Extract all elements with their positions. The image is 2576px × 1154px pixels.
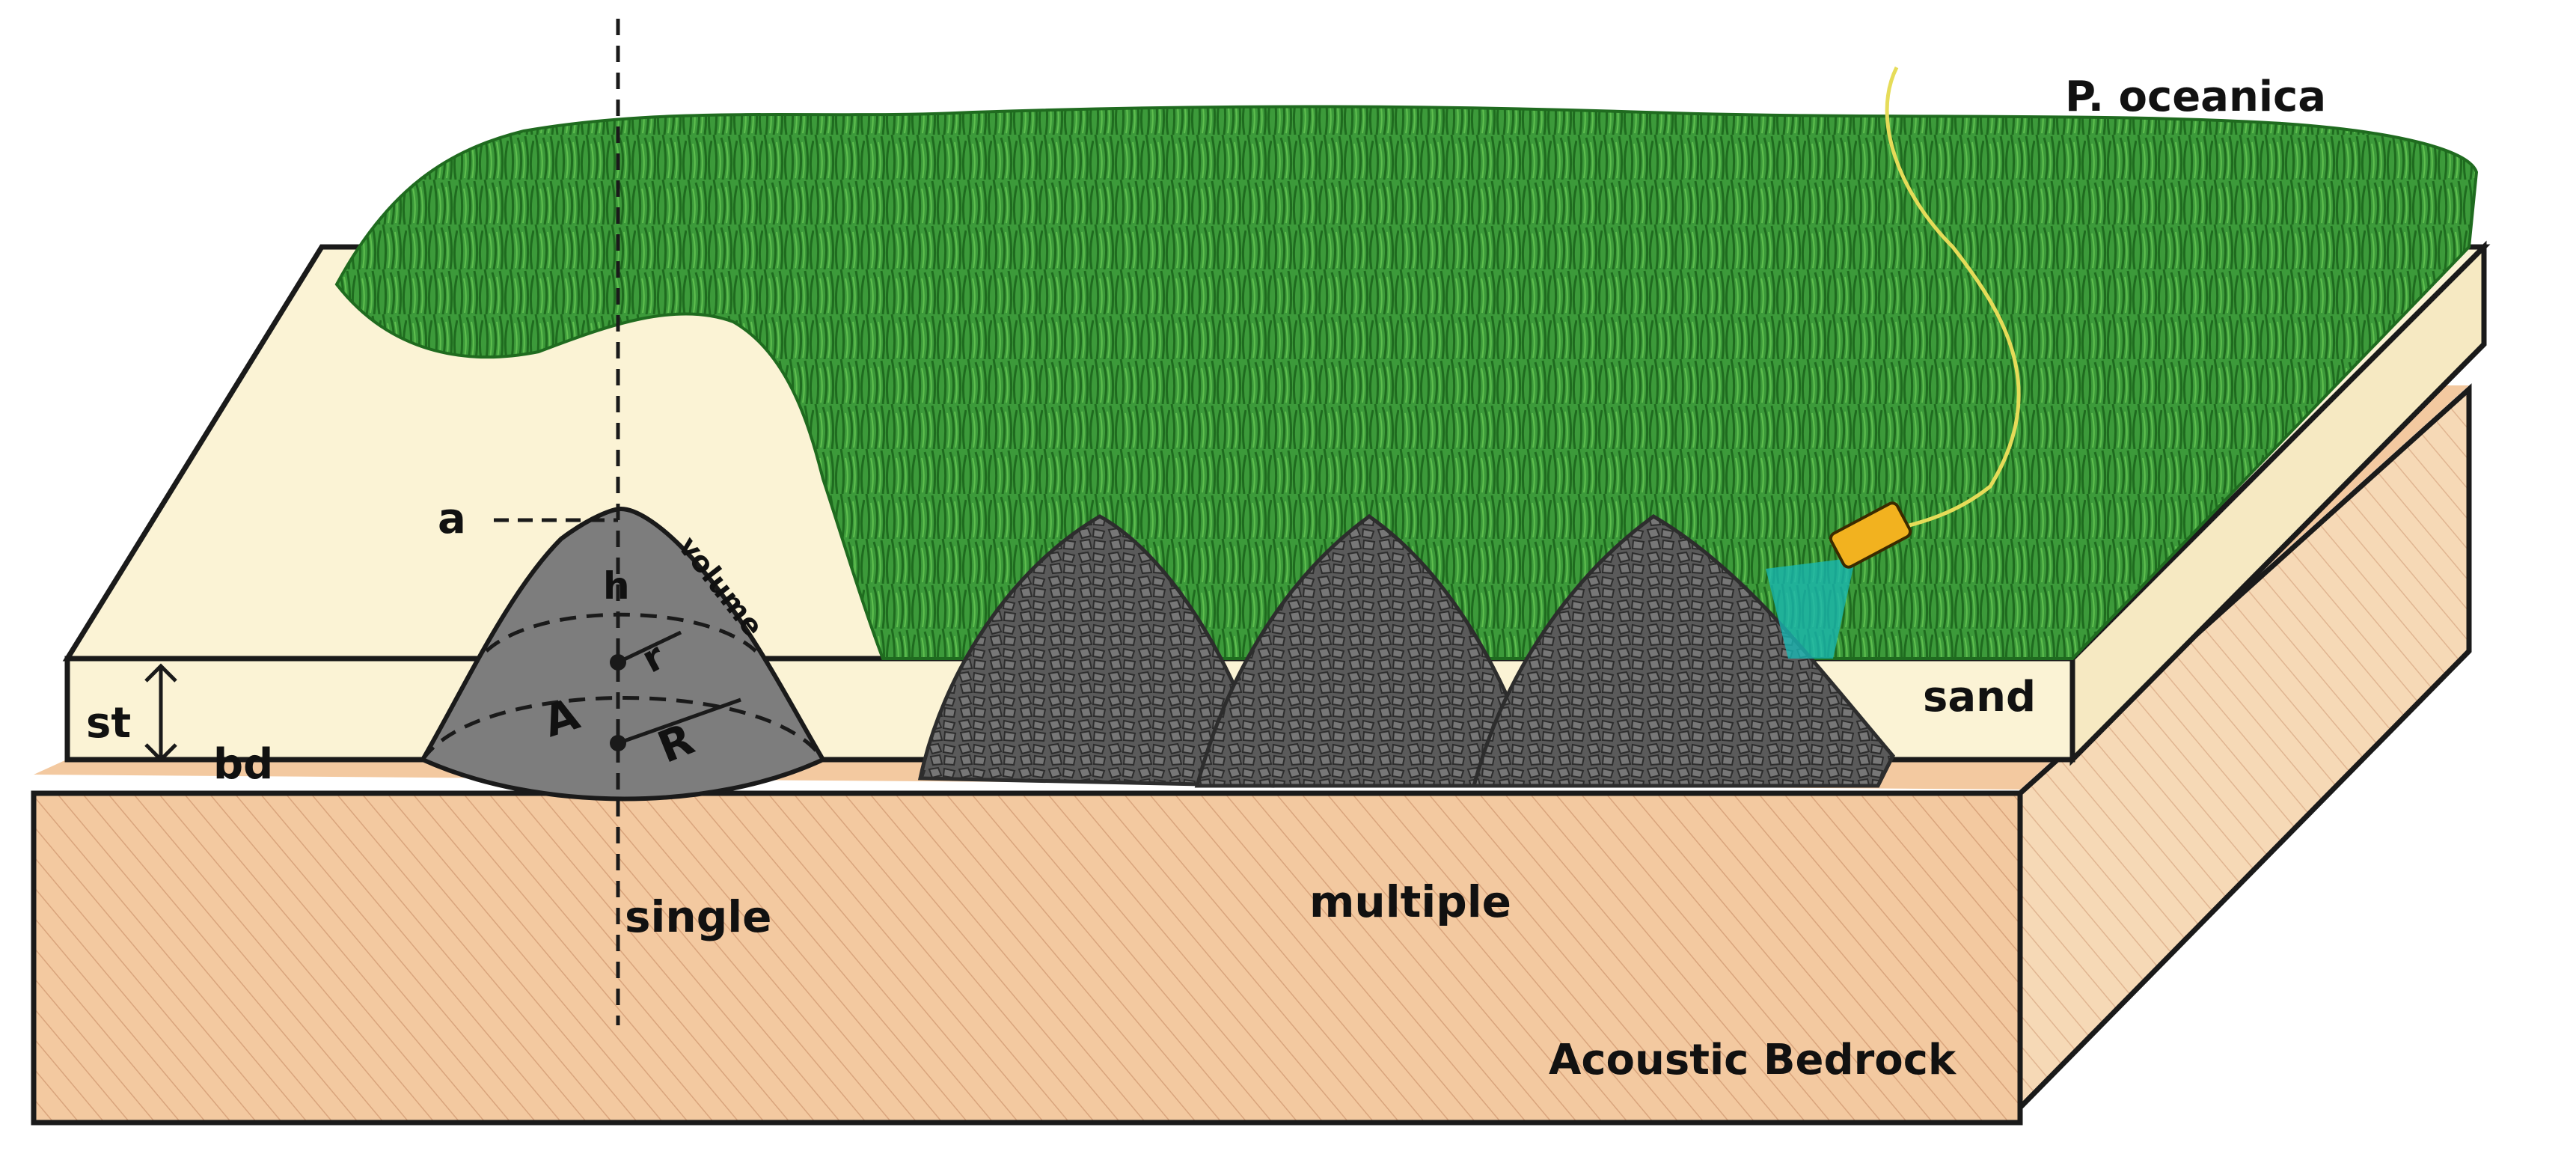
radius-r-line (617, 630, 682, 665)
bedrock-front-face (31, 790, 2023, 1126)
single-label: single (625, 891, 771, 942)
bedrock-depth-label: bd (213, 740, 273, 789)
tether-cable (1885, 66, 2021, 534)
sand-thickness-label: st (86, 699, 131, 748)
double-arrow-icon (144, 663, 177, 763)
sonar-beam (1766, 558, 1855, 659)
sand-label: sand (1923, 673, 2036, 721)
bedrock-block (31, 383, 2472, 1126)
base-center-point (610, 735, 626, 751)
height-label: h (603, 564, 630, 608)
apex-label: a (438, 495, 466, 543)
rubble-mound-3 (1471, 514, 1895, 788)
rubble-mound-2 (1194, 513, 1544, 788)
rubble-mounds (917, 513, 1895, 788)
seagrass-canopy (334, 105, 2479, 660)
single-cone (419, 506, 827, 802)
cone-upper-ellipse (485, 612, 757, 653)
underwater-robot-icon (1766, 66, 2021, 659)
upper-center-point (610, 654, 626, 671)
multiple-label: multiple (1309, 876, 1511, 927)
cone-body (419, 506, 827, 802)
seagrass-meadow (334, 105, 2479, 660)
robot-body (1829, 501, 1912, 569)
radius-R-line (617, 697, 741, 745)
sand-right-face (2069, 240, 2487, 766)
species-label: P. oceanica (2065, 73, 2326, 121)
bedrock-label: Acoustic Bedrock (1549, 1036, 1957, 1084)
cone-base-ellipse (420, 696, 825, 761)
